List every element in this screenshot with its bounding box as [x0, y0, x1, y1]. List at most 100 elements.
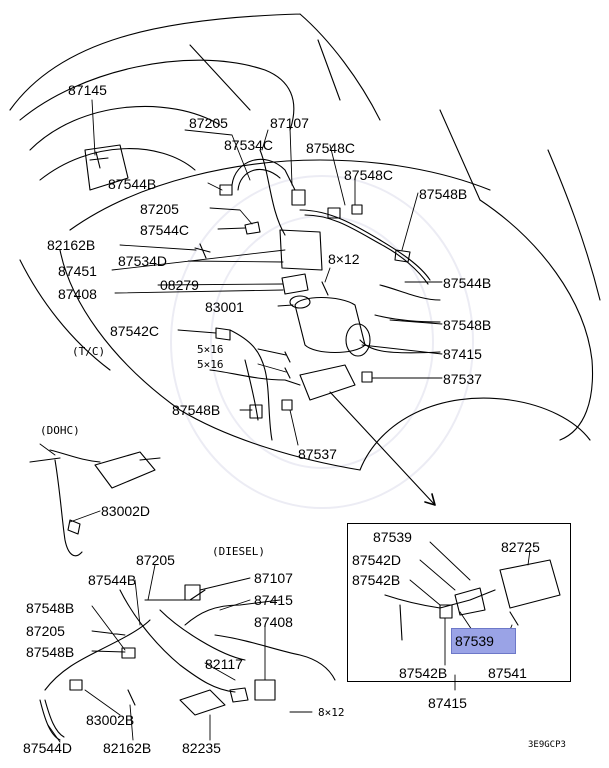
label-87548c-2[interactable]: 87548C: [344, 167, 394, 183]
label-83002d[interactable]: 83002D: [101, 503, 151, 519]
label-87544d[interactable]: 87544D: [23, 740, 73, 756]
label-87544c[interactable]: 87544C: [140, 222, 190, 238]
glovebox: [84, 144, 129, 191]
diesel-pipe-left: [39, 699, 65, 741]
label-tc: (T/C): [72, 345, 106, 358]
label-5x16-b[interactable]: 5×16: [197, 358, 224, 371]
hose-87548b-2: [374, 314, 441, 323]
clip-87548b-top: [394, 249, 411, 263]
dashboard-curve: [29, 105, 221, 181]
label-87534d[interactable]: 87534D: [118, 253, 168, 269]
diesel-clip-b: [69, 679, 83, 691]
dohc-sensor: [67, 519, 81, 535]
label-87544b-3[interactable]: 87544B: [88, 572, 137, 588]
label-87548b-2[interactable]: 87548B: [443, 317, 492, 333]
vacuum-line-c: [299, 209, 431, 281]
label-82725[interactable]: 82725: [501, 539, 540, 555]
hose-87548b: [379, 284, 441, 301]
label-87107-b[interactable]: 87107: [254, 570, 293, 586]
windshield-line: [189, 39, 481, 201]
label-87548b-5[interactable]: 87548B: [26, 644, 75, 660]
bolt-8x12: [321, 281, 329, 296]
bolt-5x16a: [284, 351, 291, 363]
label-87451[interactable]: 87451: [58, 263, 97, 279]
inset-bracket: [454, 587, 486, 616]
label-87107[interactable]: 87107: [270, 115, 309, 131]
label-87415-b[interactable]: 87415: [254, 592, 293, 608]
sensor-87145: [89, 151, 109, 169]
bolt-5x16b: [284, 367, 291, 379]
label-87534c[interactable]: 87534C: [224, 137, 274, 153]
label-83002b[interactable]: 83002B: [86, 712, 135, 728]
label-82162b-2[interactable]: 82162B: [103, 740, 152, 756]
ecu-box: [299, 364, 356, 401]
label-87415-c[interactable]: 87415: [428, 695, 467, 711]
diesel-hose-d: [159, 609, 246, 661]
label-08279[interactable]: 08279: [160, 277, 199, 293]
label-87544b-2[interactable]: 87544B: [443, 275, 492, 291]
label-87548b-4[interactable]: 87548B: [26, 600, 75, 616]
label-82235[interactable]: 82235: [182, 740, 221, 756]
bracket-08279: [281, 273, 309, 295]
harness-branch: [209, 369, 301, 386]
label-87542b-2[interactable]: 87542B: [399, 665, 448, 681]
harness-main: [229, 329, 273, 441]
label-87548b[interactable]: 87548B: [419, 186, 468, 202]
highlighted-part-box[interactable]: [451, 628, 516, 654]
label-87548c[interactable]: 87548C: [306, 140, 356, 156]
label-87539-highlighted[interactable]: 87539: [455, 633, 494, 649]
dohc-canister: [94, 451, 156, 489]
label-87408[interactable]: 87408: [58, 286, 97, 302]
label-87415[interactable]: 87415: [443, 346, 482, 362]
label-5x16[interactable]: 5×16: [197, 343, 224, 356]
clip-87544c: [244, 221, 261, 235]
label-87408-b[interactable]: 87408: [254, 614, 293, 630]
leaders: [39, 99, 531, 743]
hose-87205: [231, 158, 296, 191]
label-8x12-b[interactable]: 8×12: [318, 706, 345, 719]
label-87542b[interactable]: 87542B: [352, 572, 401, 588]
wheel-arch: [359, 397, 591, 471]
label-87537[interactable]: 87537: [443, 371, 482, 387]
canister-cap: [345, 323, 371, 357]
diesel-hose-a: [44, 619, 151, 691]
inset-ecu: [499, 559, 561, 609]
inset-bolt: [509, 611, 519, 626]
label-87145[interactable]: 87145: [68, 82, 107, 98]
fender-line: [59, 249, 361, 471]
nut-87537-b: [281, 399, 293, 411]
arrow-head: [424, 493, 436, 506]
connector-87542c: [215, 327, 231, 341]
label-83001[interactable]: 83001: [205, 299, 244, 315]
label-87542c[interactable]: 87542C: [110, 323, 160, 339]
sensor-82162b: [194, 243, 211, 259]
label-87541[interactable]: 87541: [488, 665, 527, 681]
bracket-87451: [279, 229, 323, 271]
label-87539[interactable]: 87539: [373, 529, 412, 545]
clip-87548c-b: [351, 204, 363, 215]
label-82162b[interactable]: 82162B: [47, 237, 96, 253]
label-87205-c[interactable]: 87205: [136, 552, 175, 568]
lower-panel: [19, 259, 111, 371]
label-87205-b[interactable]: 87205: [140, 201, 179, 217]
dohc-line: [29, 457, 161, 463]
label-87542d[interactable]: 87542D: [352, 552, 402, 568]
vacuum-line-c2: [304, 214, 429, 285]
label-8x12[interactable]: 8×12: [328, 251, 360, 267]
label-87205[interactable]: 87205: [189, 115, 228, 131]
label-87537-b[interactable]: 87537: [298, 446, 337, 462]
diesel-harness: [214, 634, 336, 681]
label-82117[interactable]: 82117: [205, 656, 243, 672]
label-87548b-3[interactable]: 87548B: [172, 402, 221, 418]
label-87544b[interactable]: 87544B: [108, 176, 157, 192]
diesel-valve: [184, 584, 201, 601]
inset-connector: [439, 604, 453, 619]
canister-top: [289, 295, 311, 309]
diesel-parts: [179, 689, 226, 716]
cowl-line: [69, 159, 491, 231]
arrow-line: [329, 391, 436, 506]
inset-detail-frame: [347, 523, 571, 682]
diesel-hose-b: [119, 589, 236, 693]
label-87205-d[interactable]: 87205: [26, 623, 65, 639]
